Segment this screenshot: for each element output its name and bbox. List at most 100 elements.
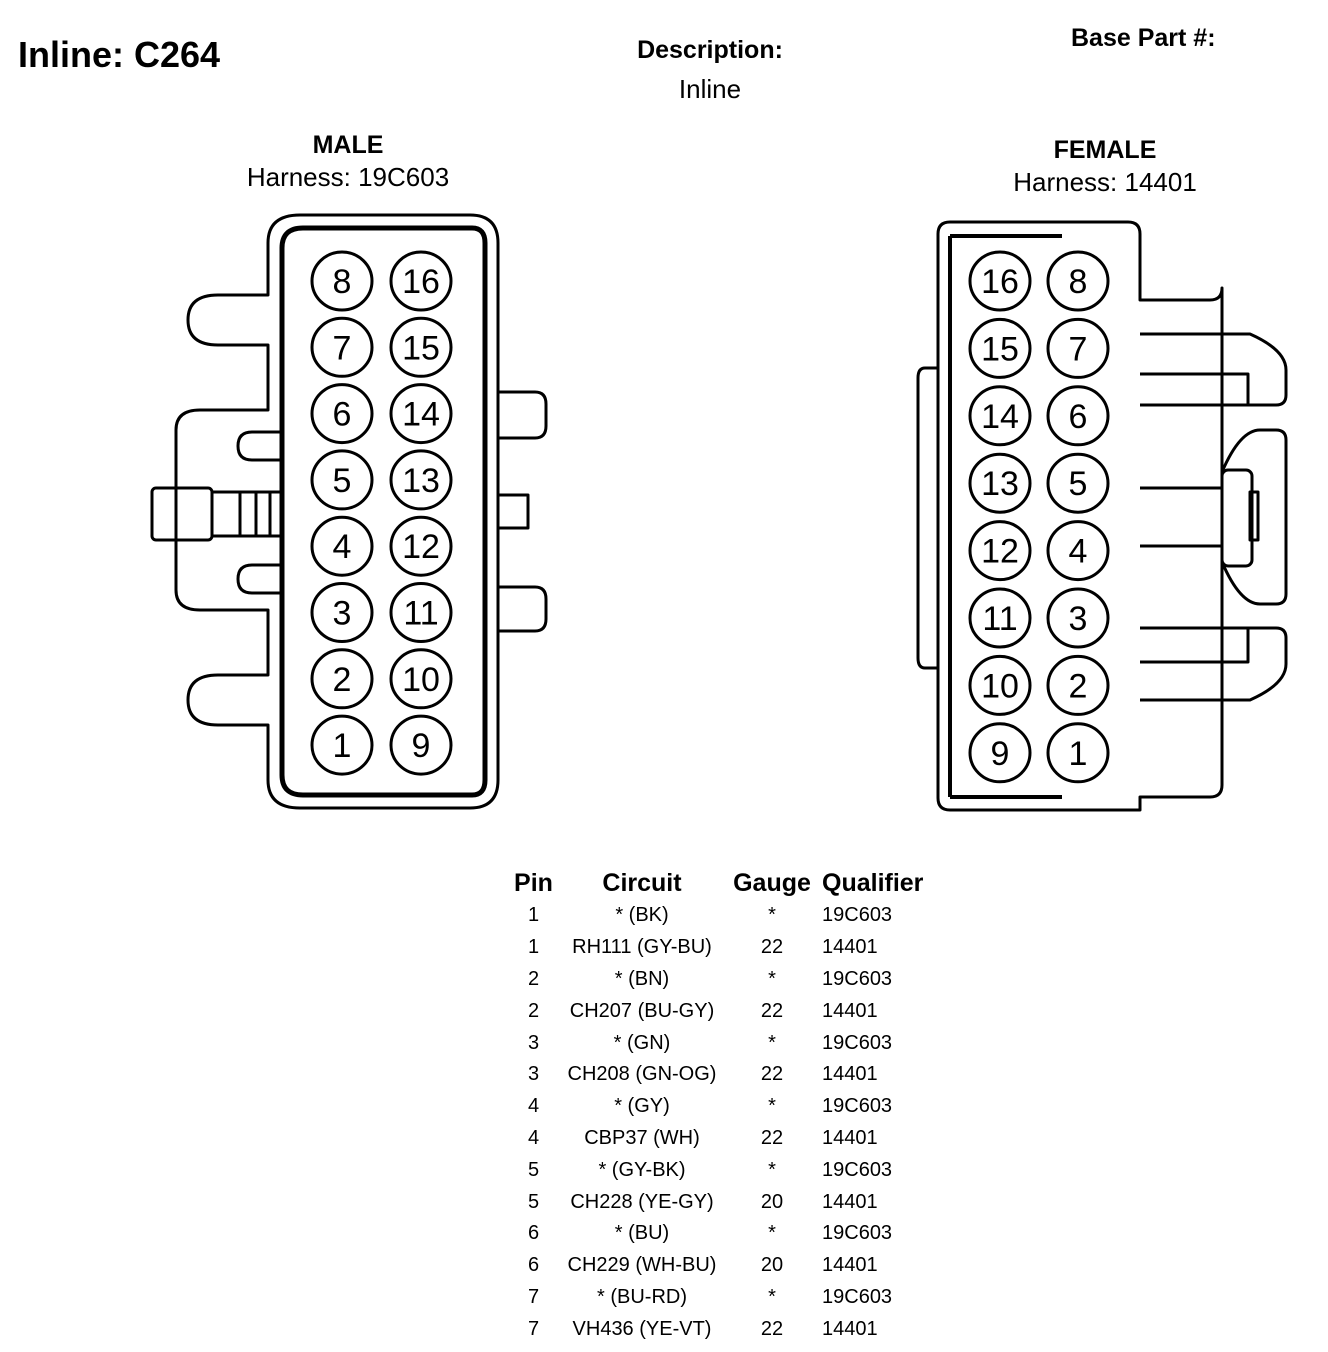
qualifier-cell: 14401 [822,936,878,959]
female-pin-circle [1046,317,1110,379]
female-pin-circle [968,317,1032,379]
male-pin-number: 5 [333,462,352,500]
pin-cell: 4 [527,1126,540,1149]
table-row: 1* (BK)*19C603 [505,900,952,932]
gauge-cell: 22 [760,999,784,1022]
pin-cell: 1 [527,936,540,959]
table-row: 5* (GY-BK)*19C603 [505,1154,952,1186]
gauge-cell: * [768,1285,776,1308]
pin-cell: 2 [527,967,540,990]
male-pin-number: 6 [333,396,352,434]
gauge-column-header: Gauge [733,868,811,897]
pin-cell: 2 [527,999,540,1022]
male-pin-number: 15 [402,329,440,367]
female-pin-number: 7 [1069,330,1088,368]
male-pin-number: 2 [333,661,352,699]
male-pin-circle [310,714,374,776]
male-pin-number: 13 [402,462,440,500]
male-pin-circle [389,383,453,445]
female-pin-number: 13 [981,465,1019,503]
description-value: Inline [678,74,742,104]
table-row: 7* (BU-RD)*19C603 [505,1282,952,1314]
female-pin-circle [1046,452,1110,514]
male-pin-circle [389,515,453,577]
female-pin-circle [1046,385,1110,447]
circuit-column-header: Circuit [602,868,682,897]
table-header-row: Pin Circuit Gauge Qualifier [505,866,952,900]
gauge-cell: * [768,1095,776,1118]
male-pin-number: 3 [333,595,352,633]
male-pin-number: 12 [402,528,440,566]
female-pin-circle [968,520,1032,582]
circuit-cell: CH208 (GN-OG) [567,1063,717,1086]
female-pin-number: 5 [1069,465,1088,503]
female-pin-circle [968,452,1032,514]
male-pin-circle [310,582,374,643]
qualifier-cell: 14401 [822,1254,878,1277]
female-pin-circle [1046,250,1110,312]
female-pin-number: 9 [991,735,1010,773]
qualifier-cell: 14401 [822,1190,878,1213]
female-pin-number: 14 [981,398,1019,436]
male-harness-label: Harness: 19C603 [246,162,450,192]
male-pin-circle [310,449,374,511]
male-pin-circle [389,714,453,776]
male-pin-circle [389,449,453,511]
pin-column-header: Pin [514,868,553,897]
male-pin-circle [310,250,374,312]
female-pin-number: 16 [981,263,1019,301]
qualifier-cell: 19C603 [822,1285,893,1308]
qualifier-cell: 19C603 [822,904,893,927]
circuit-cell: RH111 (GY-BU) [572,936,712,959]
page-title: Inline: C264 [18,34,221,75]
male-pin-number: 8 [333,263,352,301]
female-pin-number: 10 [981,667,1019,705]
circuit-cell: CH228 (YE-GY) [570,1190,714,1213]
female-pin-circle [1046,722,1110,784]
gauge-cell: * [768,1031,776,1054]
female-pin-circle [1046,654,1110,716]
male-pin-circle [310,515,374,577]
pin-cell: 1 [527,904,540,927]
male-pin-circle [389,250,453,312]
circuit-cell: * (GY) [614,1095,670,1118]
male-pin-circle [389,582,453,643]
male-pin-number: 11 [403,595,438,633]
gauge-cell: 22 [760,1063,784,1086]
female-pin-number: 15 [981,330,1019,368]
qualifier-cell: 19C603 [822,967,893,990]
gauge-cell: * [768,967,776,990]
male-pin-number: 7 [333,329,352,367]
qualifier-cell: 19C603 [822,1222,893,1245]
female-harness-label: Harness: 14401 [1013,167,1197,197]
male-pin-number: 10 [402,661,440,699]
gauge-cell: 22 [760,936,784,959]
pin-cell: 3 [527,1063,540,1086]
circuit-cell: * (BK) [615,904,669,927]
male-pin-circle [310,383,374,445]
pin-cell: 6 [527,1222,540,1245]
qualifier-cell: 19C603 [822,1031,893,1054]
table-row: 4* (GY)*19C603 [505,1091,952,1123]
male-pin-number: 16 [402,263,440,301]
male-pin-circle [310,648,374,710]
female-pin-number: 12 [981,533,1019,571]
circuit-cell: * (BU-RD) [597,1285,687,1308]
circuit-cell: CBP37 (WH) [584,1126,700,1149]
male-pin-number: 1 [333,727,352,765]
table-row: 1 RH111 (GY-BU) 22 14401 [505,932,952,964]
female-pin-number: 2 [1069,667,1088,705]
pin-table: Pin Circuit Gauge Qualifier 1 * (BK) * 19C6… [505,866,952,1345]
pin-cell: 5 [527,1158,540,1181]
qualifier-column-header: Qualifier [822,868,924,897]
base-part-label: Base Part #: [1071,24,1216,52]
circuit-cell: CH207 (BU-GY) [569,999,715,1022]
female-pin-circle [968,587,1032,649]
qualifier-cell: 14401 [822,1126,878,1149]
male-pin-number: 4 [333,528,352,566]
pin-cell: 4 [527,1095,540,1118]
male-pin-number: 14 [402,396,440,434]
